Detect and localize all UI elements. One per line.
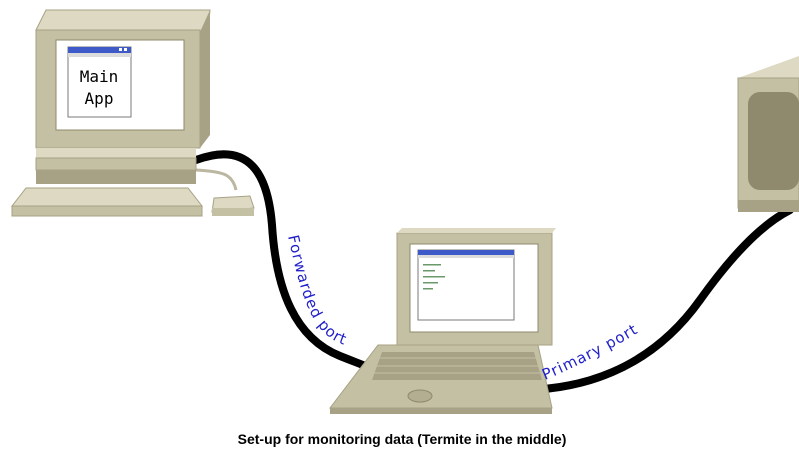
laptop bbox=[328, 228, 556, 414]
touchpad bbox=[407, 389, 433, 403]
main-app-label-line1: Main bbox=[80, 67, 119, 86]
forwarded-port-label: Forwarded port bbox=[284, 233, 350, 349]
forwarded-port-cable bbox=[192, 150, 384, 376]
primary-port-cable bbox=[506, 206, 794, 395]
desktop-computer: Main App bbox=[10, 9, 255, 217]
mouse-cable bbox=[195, 168, 238, 191]
primary-port-label: Primary port bbox=[539, 320, 641, 384]
keyboard bbox=[10, 187, 204, 207]
cables bbox=[192, 150, 794, 395]
diagram-caption: Set-up for monitoring data (Termite in t… bbox=[238, 431, 567, 447]
main-app-label-line2: App bbox=[85, 89, 114, 108]
termite-window bbox=[417, 249, 515, 321]
remote-device bbox=[737, 56, 799, 212]
main-app-window: Main App bbox=[67, 46, 132, 118]
